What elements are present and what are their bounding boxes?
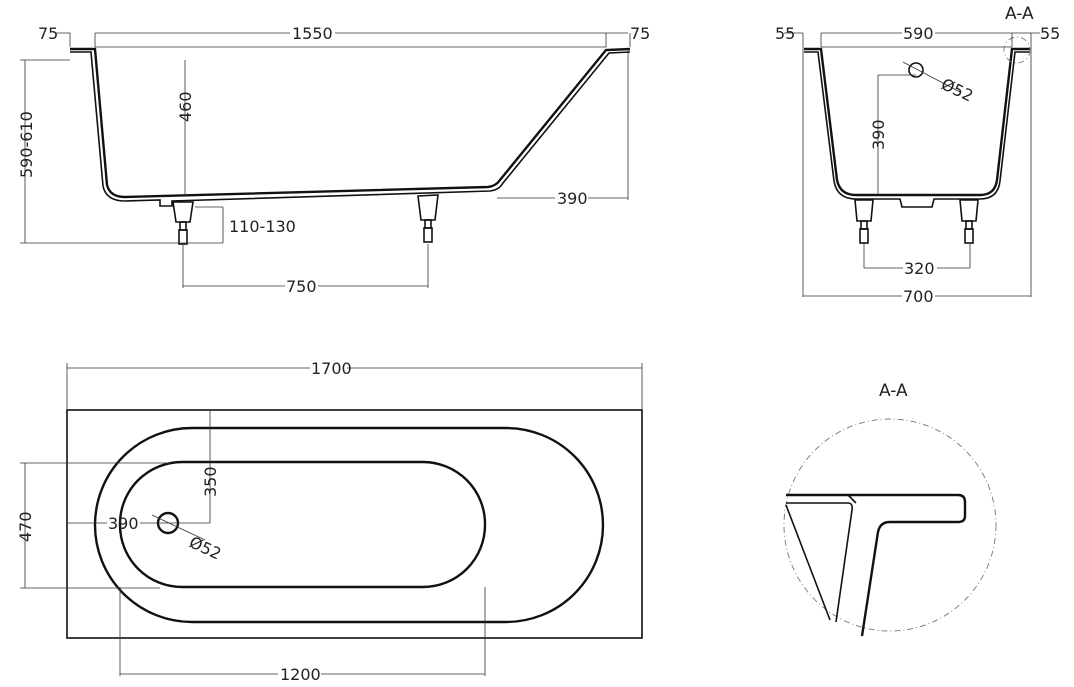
dim-leg-height: 110-130 [229,217,296,236]
end-view: A-A Ø52 390 55 590 55 320 700 [775,4,1060,306]
dim-leg-spacing: 750 [286,277,317,296]
detail-view: A-A [783,381,997,637]
dim-overflow-diameter: Ø52 [938,74,976,105]
dim-inner-length-plan: 1200 [280,665,321,684]
dim-inner-width: 590 [903,24,934,43]
dim-depth: 460 [176,91,195,122]
detail-circle [783,418,997,632]
side-profile-outer [70,47,631,199]
detail-profile-outer [786,493,967,637]
plan-inner-basin [118,460,487,589]
dim-end-leg-spacing: 320 [904,259,935,278]
end-profile-outer [804,47,1030,197]
overflow-hole [908,62,924,78]
detail-marker-circle [1003,36,1031,64]
dim-rim-right: 75 [630,24,650,43]
dim-end-rim-left: 55 [775,24,795,43]
dim-drain-x: 390 [108,514,139,533]
detail-profile-inner [786,502,853,623]
section-label: A-A [1005,4,1034,24]
dim-drain-y: 350 [201,466,220,497]
dim-total-height: 590-610 [17,111,36,178]
foot-left [172,201,194,245]
end-foot-left [854,199,874,244]
side-view: 75 1550 75 590-610 460 110-130 390 750 [17,24,650,296]
foot-right [417,194,439,243]
dim-slope-offset: 390 [557,189,588,208]
dim-end-rim-right: 55 [1040,24,1060,43]
dim-rim-left: 75 [38,24,58,43]
dim-inner-width-plan: 470 [16,511,35,542]
side-profile-inner [70,51,631,207]
dim-inner-length: 1550 [292,24,333,43]
detail-title: A-A [879,381,908,401]
end-foot-right [959,199,979,244]
detail-wall-line [785,504,831,621]
plan-outer-basin [93,426,605,624]
dim-drain-diameter: Ø52 [186,532,224,563]
dim-total-length: 1700 [311,359,352,378]
dim-overflow-height: 390 [869,119,888,150]
dim-total-width: 700 [903,287,934,306]
plan-view: 1700 350 470 390 Ø52 1200 [16,359,643,684]
end-profile-inner [804,51,1030,208]
plan-outer-rim [66,409,643,639]
detail-rim-line [847,494,857,504]
